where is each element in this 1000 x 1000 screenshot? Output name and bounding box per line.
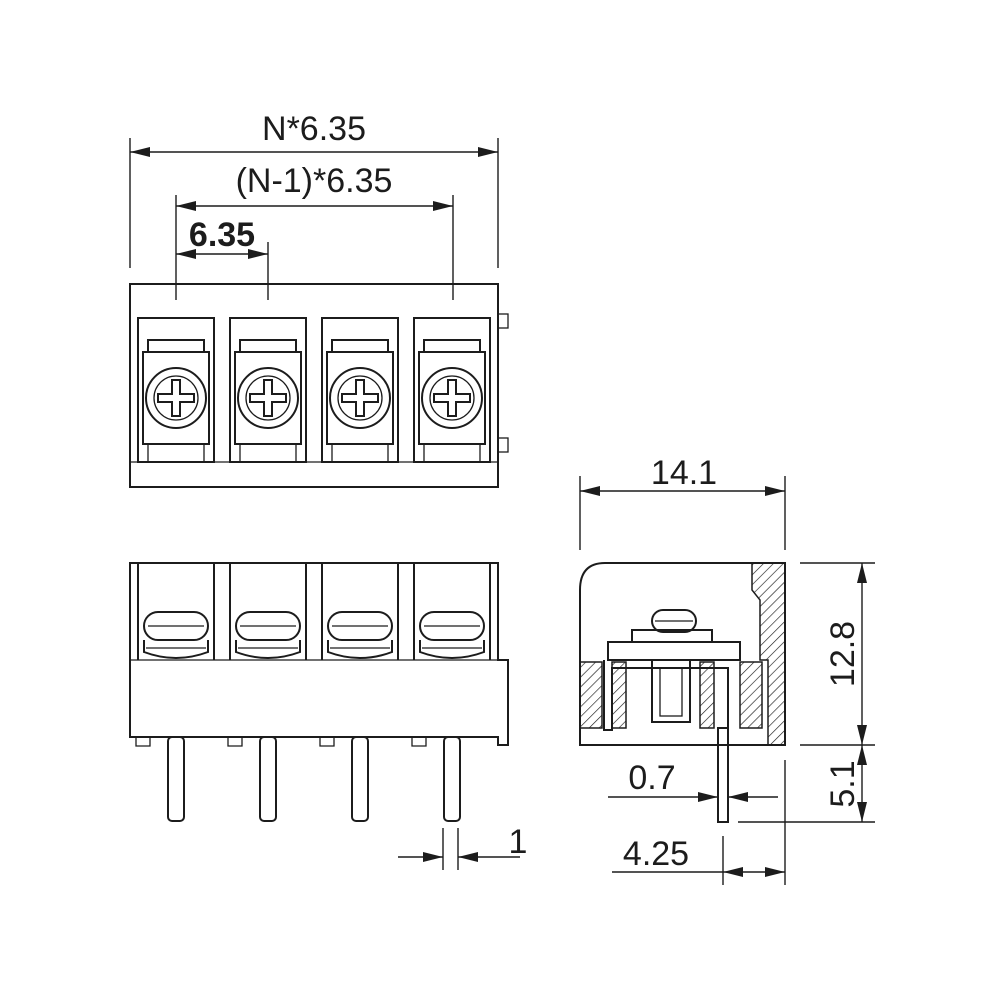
terminal-pole-front [319,563,399,822]
terminal-pole [321,317,399,463]
depth-label: 14.1 [651,454,717,492]
pin [167,736,185,822]
pin [259,736,277,822]
screw-icon [429,375,475,421]
pin [443,736,461,822]
front-view [129,562,509,822]
terminal-pole-front [411,563,491,822]
pin-length-label: 5.1 [824,760,862,807]
body-height-label: 12.8 [824,621,862,687]
pin-thickness-label: 0.7 [628,759,675,797]
side-view [579,562,786,823]
pin-width-label: 1 [509,823,528,861]
pin [351,736,369,822]
dimension-lines [129,138,875,885]
top-view [129,283,509,488]
terminal-pole [137,317,215,463]
terminal-pole [413,317,491,463]
screw-icon [153,375,199,421]
terminal-pole-front [135,563,215,822]
terminal-pole [229,317,307,463]
terminal-pole-front [227,563,307,822]
pitch-span-label: (N-1)*6.35 [236,162,393,200]
screw-icon [337,375,383,421]
total-width-label: N*6.35 [262,110,366,148]
screw-icon [245,375,291,421]
pin-offset-label: 4.25 [623,835,689,873]
pitch-label: 6.35 [189,216,255,254]
